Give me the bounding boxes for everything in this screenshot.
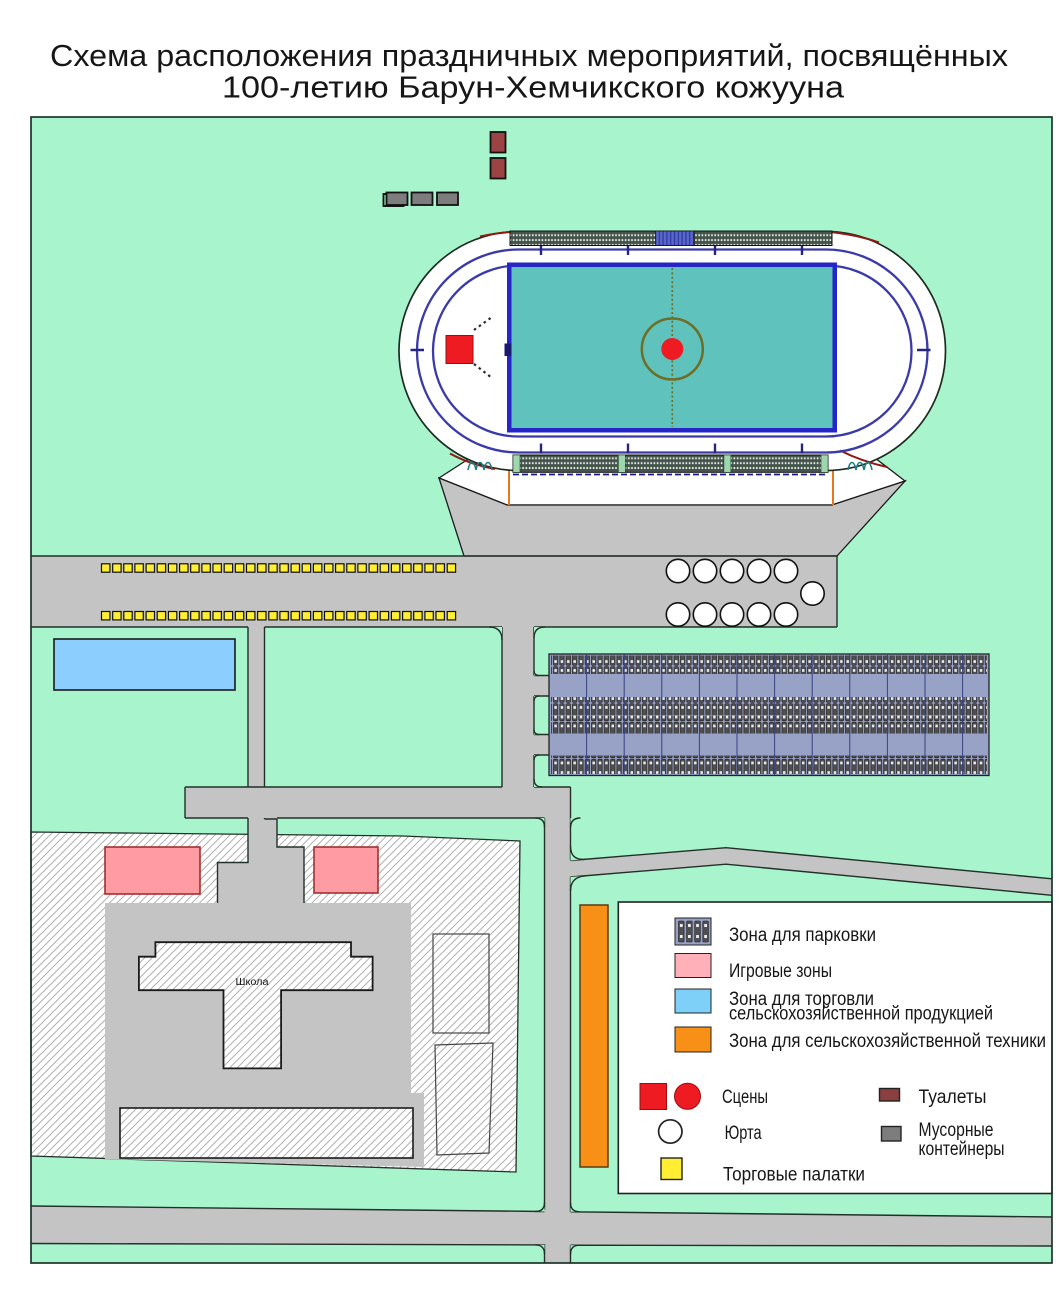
svg-text:Торговые палатки: Торговые палатки	[723, 1165, 865, 1186]
svg-text:Зона для торговли: Зона для торговли	[729, 989, 874, 1010]
svg-text:контейнеры: контейнеры	[919, 1139, 1005, 1160]
svg-text:Игровые зоны: Игровые зоны	[729, 961, 832, 982]
svg-text:Школа: Школа	[236, 977, 269, 988]
svg-text:Схема расположения праздничных: Схема расположения праздничных мероприят…	[50, 39, 1008, 73]
svg-text:Зона для парковки: Зона для парковки	[729, 925, 876, 946]
svg-text:Мусорные: Мусорные	[919, 1120, 994, 1141]
svg-text:Зона для сельскохозяйственной: Зона для сельскохозяйственной техники	[729, 1031, 1046, 1052]
svg-text:Туалеты: Туалеты	[919, 1087, 987, 1108]
svg-text:Сцены: Сцены	[722, 1087, 768, 1108]
svg-text:Юрта: Юрта	[725, 1123, 762, 1144]
svg-text:100-летию Барун-Хемчикского ко: 100-летию Барун-Хемчикского кожууна	[222, 71, 844, 105]
svg-text:сельскохозяйственной продукцие: сельскохозяйственной продукцией	[729, 1004, 993, 1025]
